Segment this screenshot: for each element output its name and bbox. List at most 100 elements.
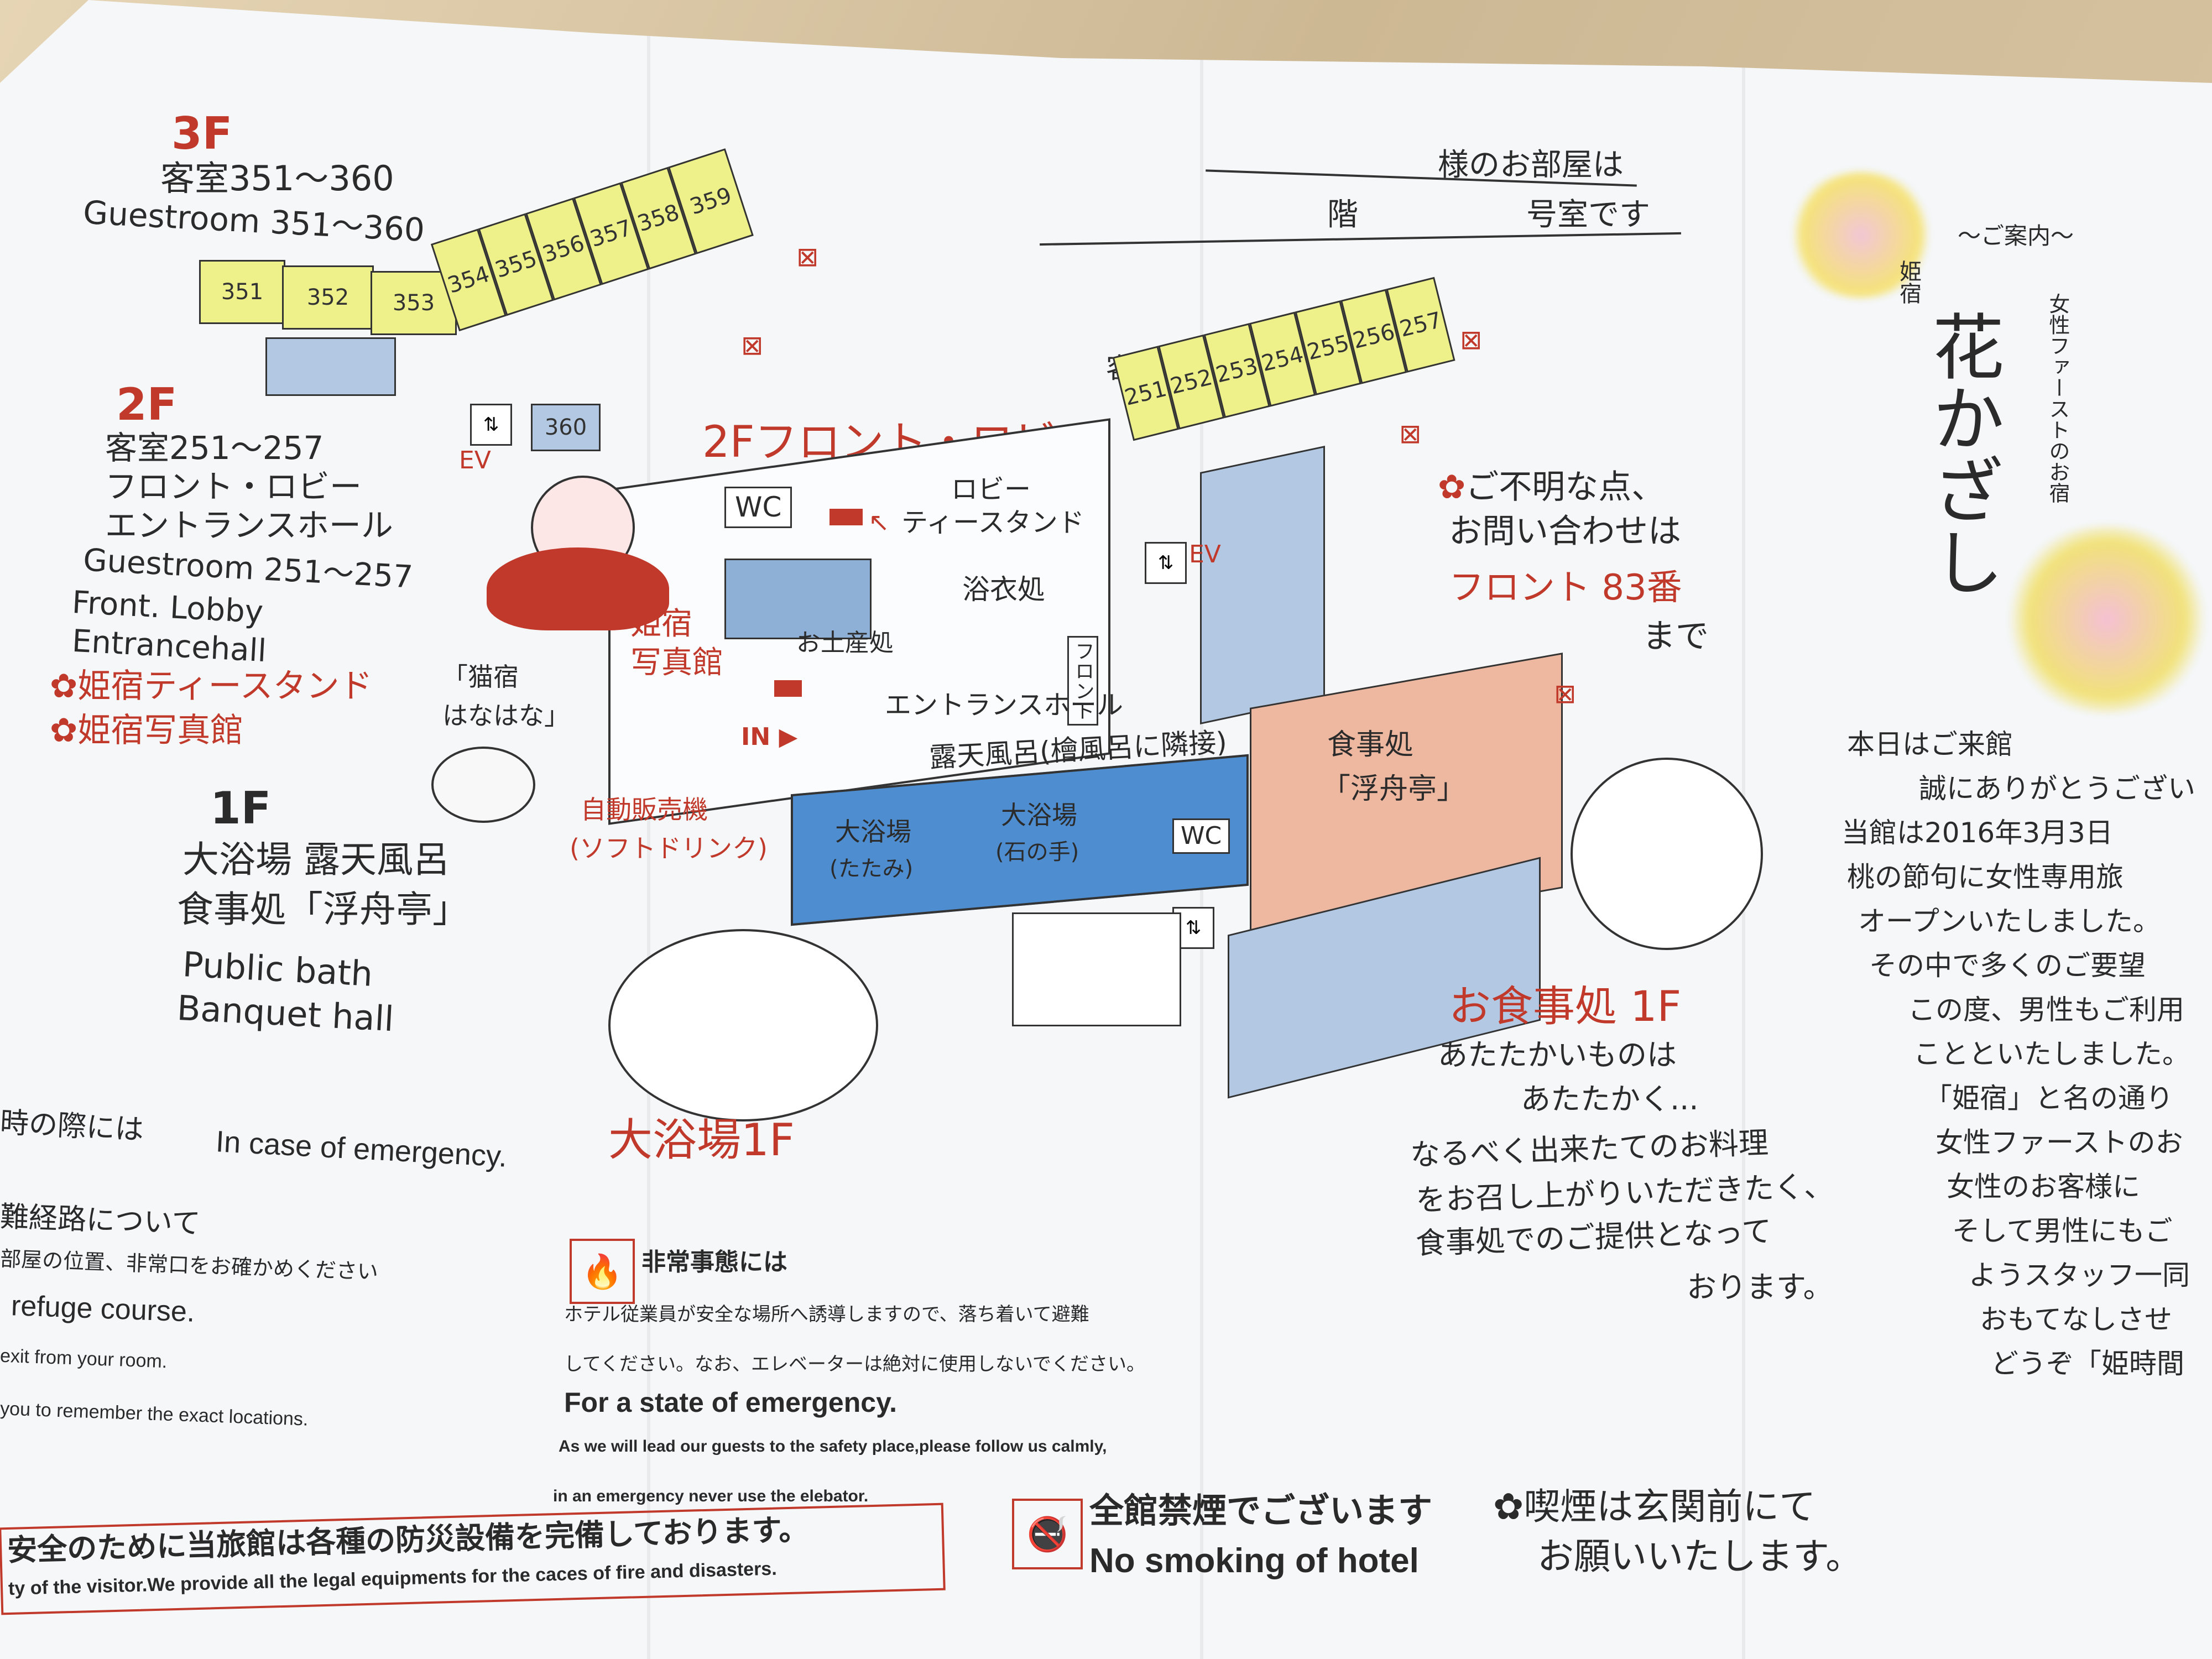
brand-name-small: 姫宿 — [1896, 260, 1921, 304]
dining-text: をお召し上がりいただきたく、 — [1415, 1168, 1834, 1218]
floor-1f-label: 1F — [210, 782, 272, 834]
contact-text: ✿ご不明な点、 — [1438, 468, 1665, 507]
bath-tatami-label: 大浴場 — [835, 817, 911, 847]
welcome-line: 当館は2016年3月3日 — [1841, 817, 2113, 849]
contact-extension: フロント 83番 — [1449, 567, 1682, 608]
floor-2f-label: 2F — [116, 379, 178, 430]
floor-2f-line: Entrancehall — [71, 623, 268, 670]
flower-illustration — [1786, 171, 1936, 299]
vending-label: 自動販売機 — [581, 795, 708, 825]
front-desk-label: フロント — [1067, 636, 1098, 726]
fold-line — [647, 0, 650, 1659]
welcome-line: どうぞ「姫時間 — [1991, 1348, 2184, 1380]
bath-caption: 大浴場1F — [608, 1114, 795, 1166]
no-smoking-en: No smoking of hotel — [1089, 1542, 1419, 1580]
map-area — [265, 337, 396, 396]
emergency-heading-jp: 時の際には — [0, 1107, 145, 1146]
welcome-line: 本日はご来館 — [1847, 728, 2013, 760]
contact-text: まで — [1642, 617, 1709, 656]
welcome-line: その中で多くのご要望 — [1869, 950, 2146, 982]
entrance-hall-label: エントランスホール — [885, 690, 1124, 721]
room-notice-floor: 階 — [1327, 197, 1358, 233]
map-area — [1012, 912, 1181, 1026]
room-notice-room: 号室です — [1526, 197, 1650, 233]
dining-caption: お食事処 1F — [1449, 982, 1682, 1031]
bath-girl-drawing — [608, 929, 878, 1121]
floor-1f-line: 大浴場 露天風呂 — [182, 838, 450, 881]
route-text-en: you to remember the exact locations. — [0, 1398, 309, 1430]
wc-label: WC — [1172, 818, 1230, 854]
stairs-icon: ⊠ — [1554, 679, 1577, 709]
dining-text: あたたかいものは — [1438, 1037, 1677, 1072]
cat-drawing — [431, 747, 535, 823]
welcome-line: ことといたしました。 — [1913, 1038, 2190, 1070]
welcome-line: 女性のお客様に — [1947, 1171, 2140, 1203]
brand-tagline: 女性ファーストのお宿 — [2045, 293, 2070, 503]
welcome-line: 「姫宿」と名の通り — [1924, 1082, 2173, 1114]
ev-label: EV — [1189, 540, 1221, 568]
floor-2f-line: Front. Lobby — [71, 584, 264, 631]
tea-stand-label: ティースタンド — [901, 507, 1084, 538]
fire-icon: 🔥 — [570, 1239, 635, 1304]
stairs-icon: ⊠ — [1460, 325, 1483, 356]
route-text-en: exit from your room. — [0, 1345, 168, 1373]
ev-label: EV — [459, 446, 491, 474]
dining-label: 食事処 — [1327, 728, 1414, 761]
floor-1f-line: Public bath — [181, 944, 374, 994]
welcome-line: オープンいたしました。 — [1858, 905, 2161, 937]
girl-dress-drawing — [487, 547, 669, 630]
state-text: してください。なお、エレベーターは絶対に使用しないでください。 — [564, 1354, 1145, 1375]
state-text-en: As we will lead our guests to the safety… — [559, 1437, 1107, 1455]
brand-guide: ～ご案内～ — [1958, 222, 2074, 249]
route-text-en: refuge course. — [11, 1290, 196, 1328]
floor-1f-line: 食事処「浮舟亭」 — [177, 888, 469, 931]
lobby-label: ロビー — [951, 474, 1031, 505]
elevator-icon: ⇅ — [470, 404, 512, 446]
underline — [1040, 232, 1681, 246]
brand-name: 花かざし — [1920, 310, 2005, 597]
shop-marker — [774, 680, 802, 697]
yukata-label: 浴衣処 — [962, 573, 1045, 606]
room-360: 360 — [531, 404, 601, 451]
welcome-line: 誠にありがとうござい — [1919, 773, 2195, 805]
emergency-heading-en: In case of emergency. — [215, 1125, 508, 1173]
welcome-line: ようスタッフ一同 — [1969, 1259, 2190, 1291]
state-text-en: in an emergency never use the elebator. — [553, 1487, 869, 1505]
stairs-icon: ⊠ — [1399, 419, 1422, 450]
safety-text-en: ty of the visitor.We provide all the leg… — [8, 1558, 778, 1599]
dining-label: 「浮舟亭」 — [1322, 773, 1466, 806]
floor-3f-line: Guestroom 351～360 — [82, 193, 426, 249]
no-smoking-icon: 🚭 — [1012, 1499, 1083, 1569]
welcome-line: 桃の節句に女性専用旅 — [1847, 861, 2124, 893]
floor-3f-label: 3F — [171, 108, 233, 159]
state-heading-en: For a state of emergency. — [564, 1387, 898, 1418]
neko-label: はなはな」 — [442, 701, 570, 731]
floor-2f-line: 客室251～257 — [105, 429, 324, 467]
welcome-line: おもてなしさせ — [1980, 1303, 2172, 1335]
tea-stand-marker — [830, 509, 863, 525]
map-area — [724, 559, 872, 639]
state-heading-jp: 非常事態には — [641, 1249, 787, 1276]
welcome-line: そして男性にもご — [1952, 1215, 2173, 1247]
bath-tatami-label: (たたみ) — [830, 856, 914, 881]
floor-2f-note: ✿姫宿写真館 — [50, 711, 244, 750]
welcome-line: 女性ファーストのお — [1936, 1126, 2183, 1159]
photo-studio-label: 写真館 — [630, 645, 723, 681]
contact-text: お問い合わせは — [1449, 512, 1681, 551]
entrance-in-label: IN ▶ — [741, 723, 798, 751]
wc-label: WC — [724, 487, 792, 528]
room-352: 352 — [282, 265, 374, 330]
no-smoking-jp: 全館禁煙でございます — [1089, 1492, 1433, 1530]
dining-text: あたたかく... — [1521, 1082, 1699, 1117]
flower-icon: ✿ — [1438, 468, 1466, 507]
neko-label: 「猫宿 — [442, 662, 519, 692]
dining-text: なるべく出来たてのお料理 — [1410, 1125, 1769, 1173]
bath-ishi-label: 大浴場 — [1001, 800, 1077, 830]
floor-1f-line: Banquet hall — [176, 987, 395, 1040]
room-353: 353 — [371, 271, 457, 335]
route-text: 部屋の位置、非常口をお確かめください — [0, 1248, 379, 1284]
elevator-icon: ⇅ — [1145, 542, 1187, 584]
state-text: ホテル従業員が安全な場所へ誘導しますので、落ち着いて避難 — [564, 1304, 1089, 1325]
